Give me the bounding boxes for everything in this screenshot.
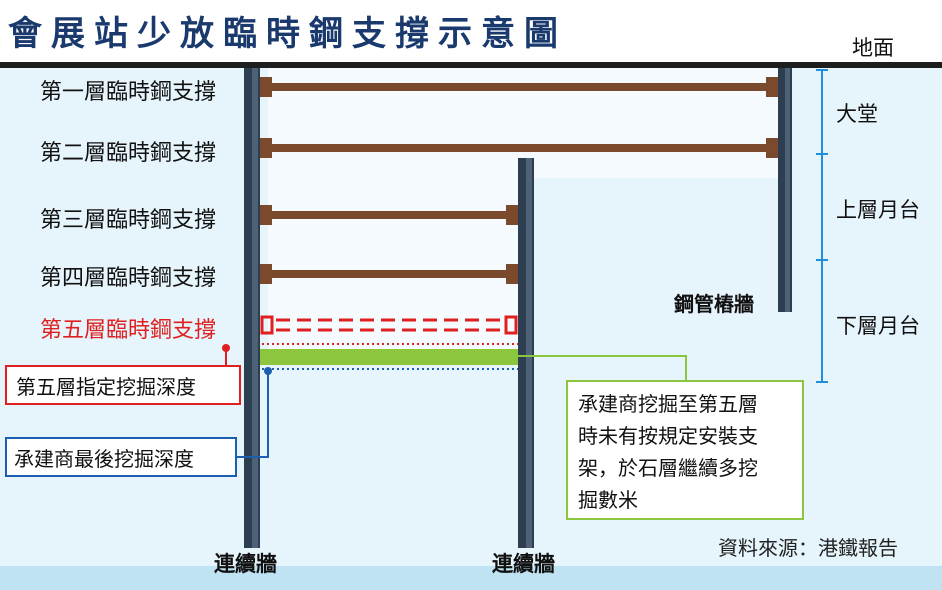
strut-label-3: 第三層臨時鋼支撐 (40, 208, 217, 233)
base-strip (0, 566, 942, 590)
note-line-4: 掘數米 (578, 488, 638, 512)
note-box: 承建商挖掘至第五層 時未有按規定安裝支 架，於石層繼續多挖 掘數米 (566, 380, 804, 520)
note-line-3: 架，於石層繼續多挖 (578, 456, 758, 480)
right-wall-label: 連續牆 (492, 552, 555, 576)
strut-1 (260, 77, 778, 97)
strut-label-2: 第二層臨時鋼支撐 (40, 141, 217, 166)
strut-label-5: 第五層臨時鋼支撐 (40, 318, 217, 343)
right-diaphragm-wall-shade (526, 158, 532, 548)
pipe-pile-wall-label: 鋼管樁牆 (674, 292, 754, 316)
diagram-title: 會展站少放臨時鋼支撐示意圖 (8, 14, 567, 54)
note-line-2: 時未有按規定安裝支 (578, 424, 758, 448)
strut-label-1: 第一層臨時鋼支撐 (40, 80, 217, 105)
left-diaphragm-wall-shade (252, 68, 258, 548)
zone-label-concourse: 大堂 (836, 102, 878, 126)
strut-3 (260, 205, 518, 225)
note-line-1: 承建商挖掘至第五層 (578, 392, 758, 416)
zone-label-lower-platform: 下層月台 (836, 314, 920, 338)
ground-label: 地面 (852, 36, 894, 60)
source-credit: 資料來源：港鐵報告 (718, 536, 898, 560)
strut-2 (260, 138, 778, 158)
ground-line (0, 62, 942, 68)
zone-label-upper-platform: 上層月台 (836, 198, 920, 222)
pipe-pile-wall-shade (785, 68, 790, 312)
note-leader (518, 355, 687, 380)
level-bracket (816, 69, 828, 383)
designated-depth-label: 第五層指定挖掘深度 (8, 368, 238, 402)
strut-5-missing (260, 315, 518, 335)
contractor-depth-leader (236, 371, 269, 458)
left-wall-label: 連續牆 (214, 552, 277, 576)
excavated-region-lower (268, 178, 520, 350)
contractor-depth-label: 承建商最後挖掘深度 (8, 440, 234, 474)
over-excavation-band (260, 349, 518, 365)
strut-label-4: 第四層臨時鋼支撐 (40, 266, 217, 291)
strut-4 (260, 264, 518, 284)
